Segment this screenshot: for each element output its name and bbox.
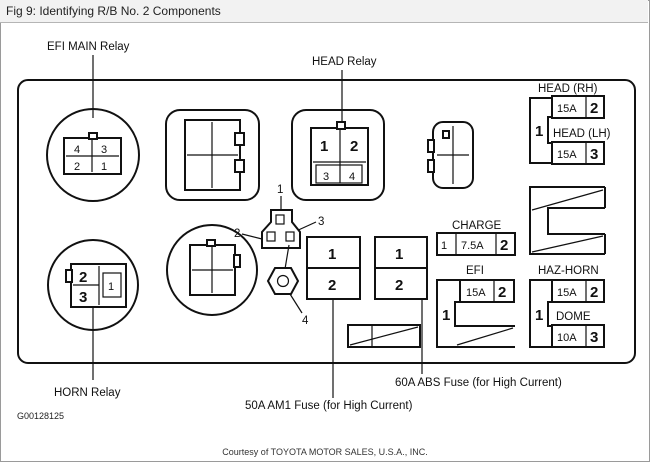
head-relay-label: HEAD Relay	[312, 56, 377, 68]
callout-4: 4	[302, 315, 309, 327]
svg-text:2: 2	[500, 237, 508, 254]
head-rh-label: HEAD (RH)	[538, 83, 598, 95]
svg-text:3: 3	[590, 329, 598, 346]
svg-text:15A: 15A	[557, 103, 577, 115]
callout-relay	[261, 209, 301, 249]
svg-text:10A: 10A	[557, 332, 577, 344]
svg-text:15A: 15A	[557, 287, 577, 299]
svg-text:15A: 15A	[466, 287, 486, 299]
figure-code: G00128125	[17, 411, 65, 421]
relay-block-outline	[17, 79, 636, 364]
svg-text:2: 2	[498, 284, 506, 301]
efi-fuse-label: EFI	[466, 265, 484, 277]
horn-pin: 3	[79, 289, 87, 306]
svg-text:1: 1	[441, 240, 447, 252]
efi-main-relay-label: EFI MAIN Relay	[47, 41, 130, 53]
am1-fuse-label: 50A AM1 Fuse (for High Current)	[245, 400, 413, 412]
callout-2: 2	[234, 228, 240, 240]
head-relay-pin: 1	[320, 138, 328, 155]
caption-bar: Fig 9: Identifying R/B No. 2 Components	[0, 0, 648, 23]
head-relay-pin: 3	[323, 171, 329, 183]
efi-main-relay-socket	[46, 108, 140, 202]
horn-relay-label: HORN Relay	[54, 387, 121, 399]
svg-text:1: 1	[535, 307, 543, 324]
figure-credit: Courtesy of TOYOTA MOTOR SALES, U.S.A., …	[222, 447, 428, 457]
svg-text:2: 2	[395, 277, 403, 294]
callout-1: 1	[277, 184, 283, 196]
charge-label: CHARGE	[452, 220, 502, 232]
svg-text:1: 1	[442, 307, 450, 324]
dome-fuse	[551, 324, 605, 348]
svg-text:15A: 15A	[557, 149, 577, 161]
svg-text:1: 1	[328, 246, 336, 263]
efi-main-pin: 2	[74, 161, 80, 173]
svg-text:2: 2	[590, 100, 598, 117]
head-rh-fuse	[551, 95, 605, 119]
efi-fuse	[459, 279, 515, 303]
small-connector	[432, 121, 474, 189]
efi-main-pin: 4	[74, 144, 80, 156]
svg-text:7.5A: 7.5A	[461, 240, 484, 252]
haz-horn-label: HAZ-HORN	[538, 265, 599, 277]
stud-bolt	[266, 267, 300, 295]
abs-fuse-label: 60A ABS Fuse (for High Current)	[395, 377, 562, 389]
head-lh-fuse	[551, 141, 605, 165]
svg-text:2: 2	[328, 277, 336, 294]
haz-horn-fuse	[551, 279, 605, 303]
relay-socket	[165, 109, 260, 201]
head-relay-socket	[291, 109, 385, 201]
head-relay-pin: 4	[349, 171, 355, 183]
efi-main-pin: 3	[101, 144, 107, 156]
svg-text:1: 1	[535, 123, 543, 140]
horn-pin: 1	[108, 281, 114, 293]
spare-slot	[529, 186, 605, 255]
round-relay-socket	[166, 224, 258, 316]
efi-main-pin: 1	[101, 161, 107, 173]
efi-main-key	[88, 132, 98, 140]
callout-3: 3	[318, 216, 324, 228]
svg-text:2: 2	[590, 284, 598, 301]
dome-label: DOME	[556, 311, 591, 323]
head-relay-pin: 2	[350, 138, 358, 155]
svg-text:3: 3	[590, 146, 598, 163]
figure-caption: Fig 9: Identifying R/B No. 2 Components	[6, 4, 221, 18]
svg-text:1: 1	[395, 246, 403, 263]
head-lh-label: HEAD (LH)	[553, 128, 611, 140]
horn-pin: 2	[79, 269, 87, 286]
